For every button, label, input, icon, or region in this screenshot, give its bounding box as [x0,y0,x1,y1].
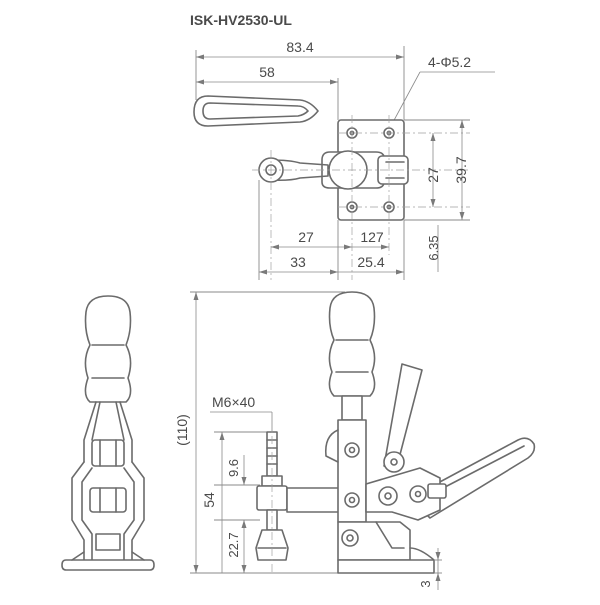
dim-base-height: 39.7 [453,120,469,220]
dim-9-6: 9.6 [226,455,247,485]
dim-thread: M6×40 [210,394,273,432]
dim-total-height-label: (110) [174,414,190,446]
dim-row-upper: 27 127 [271,229,389,250]
dim-22-7: 22.7 [226,520,247,573]
dim-handle-length-label: 58 [259,64,275,80]
clamp-arm-top [269,159,329,182]
front-view: (110) M6×40 9.6 54 22.7 [174,291,536,590]
dim-row-lower: 33 25.4 [258,180,404,280]
dim-side-offset-label: 6.35 [426,235,441,260]
dim-33-label: 33 [290,254,306,270]
dim-54: 54 [201,432,225,573]
dim-3-label: 3 [418,580,433,587]
dim-54-label: 54 [201,492,217,508]
dim-base-height-label: 39.7 [453,156,469,183]
top-view: 83.4 58 4-Φ5.2 [193,39,495,280]
model-title: ISK-HV2530-UL [190,12,292,28]
dim-3: 3 [418,548,441,590]
dim-overall-width-label: 83.4 [286,39,313,55]
dim-127-label: 127 [360,229,384,245]
clamp-arm [286,487,343,513]
base-plate-front [337,559,435,574]
spindle [255,420,289,572]
handle-grip-side [84,295,132,403]
handle-grip-top [193,95,319,127]
handle-grip-front [328,291,376,397]
dim-hole-spacing-v: 27 [425,133,441,207]
dim-holes: 4-Φ5.2 [391,54,495,125]
dim-thread-label: M6×40 [212,394,255,410]
dim-22-7-label: 22.7 [226,532,241,557]
base-plate-side [61,559,155,571]
dim-side-offset: 6.35 [403,220,441,280]
dim-holes-label: 4-Φ5.2 [428,54,471,70]
dim-hole-spacing-v-label: 27 [425,167,441,183]
dim-total-height: (110) [174,292,199,573]
dim-9-6-label: 9.6 [226,459,241,477]
dim-overall-width: 83.4 [196,39,404,60]
dim-handle-length: 58 [196,64,338,85]
side-view-left [61,295,155,571]
dim-25-4-label: 25.4 [357,254,384,270]
dim-27-label: 27 [298,229,314,245]
